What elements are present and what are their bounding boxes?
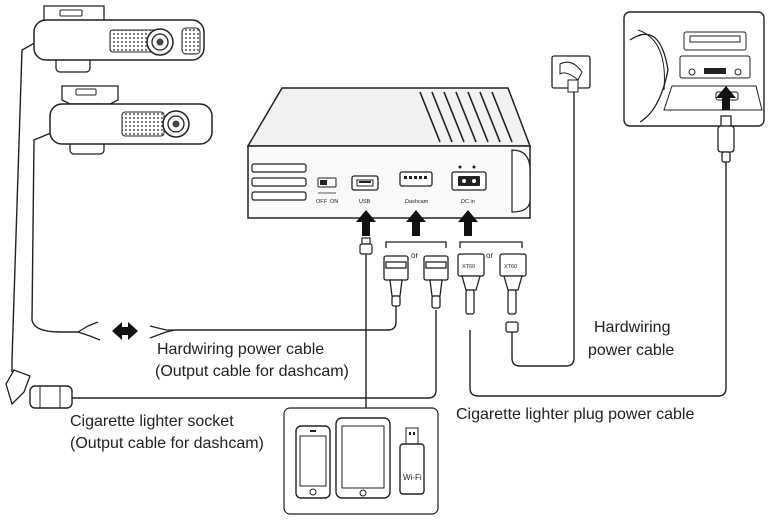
switch-off-label: OFF — [316, 199, 328, 205]
device-top-stripes — [419, 91, 513, 143]
fuse-box — [551, 55, 591, 93]
cig-socket-output-cable — [68, 310, 437, 399]
cables — [11, 39, 727, 412]
rear-cam-cable — [11, 39, 41, 372]
switch-on-label: ON — [330, 199, 338, 205]
usb-port-label: USB — [359, 199, 371, 205]
dashcam-port-label: Dashcam — [405, 199, 429, 205]
front-dashcam — [49, 85, 213, 155]
wire-ends — [77, 321, 176, 341]
hardwiring-power-cable — [511, 92, 575, 367]
hardwiring-power-caption-2: power cable — [588, 342, 675, 359]
car-interior-inset — [623, 11, 765, 127]
device-vents — [251, 163, 307, 201]
cigarette-lighter-plug — [717, 115, 735, 163]
hardwiring-power-caption-1: Hardwiring — [594, 319, 671, 336]
or-brackets — [385, 241, 523, 248]
cig-plug-power-cable — [469, 160, 727, 397]
or-right: or — [486, 251, 493, 260]
hardwiring-dashcam-caption-1: Hardwiring power cable — [157, 341, 325, 358]
wifi-label: Wi-Fi — [403, 473, 422, 482]
cig-plug-power-caption: Cigarette lighter plug power cable — [456, 406, 695, 423]
or-left: or — [411, 251, 418, 260]
front-cam-cable — [31, 129, 78, 333]
xt60-connectors — [457, 253, 527, 333]
dashcam-arrow — [406, 210, 426, 236]
port-arrows — [356, 210, 478, 236]
rear-dashcam — [33, 5, 205, 73]
xt60-right-label: XT60 — [504, 264, 517, 270]
dcin-arrow — [458, 210, 478, 236]
usb-arrow — [356, 210, 376, 236]
hardwiring-dashcam-caption-2: (Output cable for dashcam) — [155, 363, 349, 380]
usb-plug — [359, 237, 373, 255]
battery-pack: OFF ON USB Dashcam DC in — [246, 87, 532, 219]
device-top — [246, 87, 532, 147]
cig-socket-caption-1: Cigarette lighter socket — [70, 413, 234, 430]
cig-socket-caption-2: (Output cable for dashcam) — [70, 435, 264, 452]
hardwiring-output-cable — [175, 305, 397, 331]
plug-up-arrow — [716, 86, 736, 110]
dashcam-connectors — [383, 255, 449, 309]
devices-box: Wi-Fi — [283, 407, 439, 515]
cigarette-lighter-socket — [5, 369, 73, 409]
double-arrow-icon — [112, 322, 138, 340]
wifi-dongle-icon — [405, 427, 419, 445]
xt60-left-label: XT60 — [462, 264, 475, 270]
dcin-port-label: DC in — [461, 199, 475, 205]
